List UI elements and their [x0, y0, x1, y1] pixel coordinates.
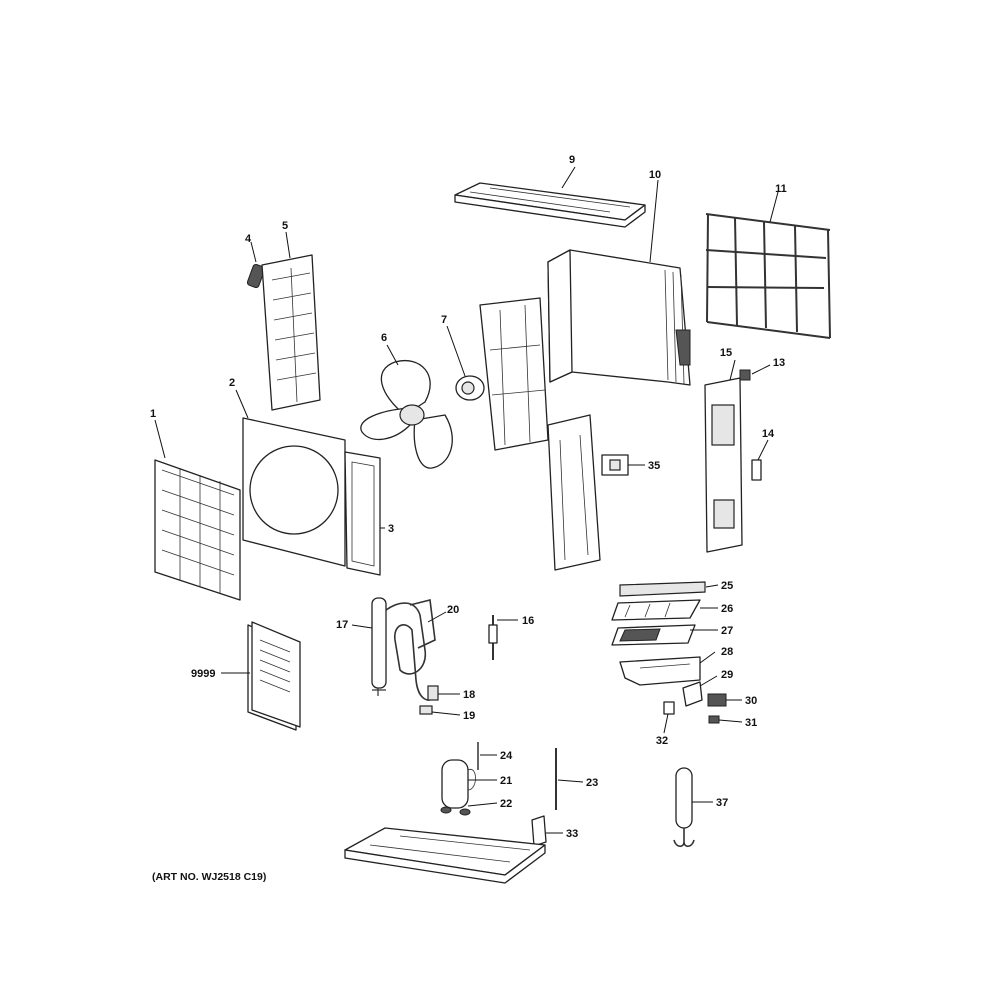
callout-29: 29 [721, 669, 733, 681]
callout-9999: 9999 [191, 668, 215, 680]
callout-19: 19 [463, 710, 475, 722]
callout-10: 10 [649, 169, 661, 181]
part-6-fan-blade [360, 360, 453, 469]
part-1-front-grille [154, 459, 241, 601]
part-11-wire-guard [705, 213, 831, 339]
callout-13: 13 [773, 357, 785, 369]
callout-20: 20 [447, 604, 459, 616]
base-pan [344, 827, 546, 884]
callout-22: 22 [500, 798, 512, 810]
callout-15: 15 [720, 347, 732, 359]
callout-31: 31 [745, 717, 757, 729]
part-4-plug [246, 263, 266, 289]
part-3-panel [344, 451, 381, 576]
part-28-control-box [619, 656, 701, 686]
part-37-heater [673, 767, 695, 848]
part-17-20-piping-assembly [371, 597, 436, 701]
part-2-front-panel [242, 417, 346, 567]
part-22-grommets [440, 806, 471, 816]
part-15-side-plate [704, 377, 743, 553]
callout-25: 25 [721, 580, 733, 592]
part-35-reactor [601, 454, 629, 476]
callout-2: 2 [229, 377, 235, 389]
part-33-bracket [531, 815, 547, 847]
callout-16: 16 [522, 615, 534, 627]
callout-33: 33 [566, 828, 578, 840]
part-9999-manual [247, 621, 301, 731]
callout-labels: 9 10 11 4 5 6 7 2 1 3 15 13 14 35 25 26 … [150, 154, 787, 840]
part-16-sensor [488, 615, 498, 660]
callout-24: 24 [500, 750, 513, 762]
part-29-bracket [682, 681, 703, 707]
callout-1: 1 [150, 408, 156, 420]
art-number-label: (ART NO. WJ2518 C19) [152, 871, 266, 883]
callout-7: 7 [441, 314, 447, 326]
callout-21: 21 [500, 775, 512, 787]
callout-37: 37 [716, 797, 728, 809]
part-7-fan-motor [455, 375, 485, 401]
part-5-side-panel [261, 254, 321, 411]
callout-6: 6 [381, 332, 387, 344]
callout-23: 23 [586, 777, 598, 789]
callout-27: 27 [721, 625, 733, 637]
callout-9: 9 [569, 154, 575, 166]
callout-30: 30 [745, 695, 757, 707]
part-18-19-valves [419, 685, 439, 715]
part-21-compressor [441, 759, 476, 809]
center-partition [547, 414, 601, 571]
callout-32: 32 [656, 735, 668, 747]
leader-lines [154, 166, 779, 834]
callout-14: 14 [762, 428, 775, 440]
callout-35: 35 [648, 460, 660, 472]
callout-18: 18 [463, 689, 475, 701]
part-14-terminal [751, 459, 762, 481]
part-31-connector [708, 715, 720, 724]
part-25-cover-plate [619, 581, 706, 597]
callout-5: 5 [282, 220, 288, 232]
part-9-top-cover [454, 182, 646, 228]
callout-28: 28 [721, 646, 733, 658]
part-27-pcb [611, 624, 696, 646]
callout-3: 3 [388, 523, 394, 535]
callout-26: 26 [721, 603, 733, 615]
part-32-fuse [663, 701, 675, 715]
part-13-clip [739, 369, 751, 381]
callout-17: 17 [336, 619, 348, 631]
part-26-board-frame [611, 599, 701, 621]
callout-4: 4 [245, 233, 252, 245]
part-10-condenser-coil [547, 249, 691, 386]
callout-11: 11 [775, 183, 787, 195]
motor-bracket [479, 297, 549, 451]
part-30-terminal-block [707, 693, 727, 707]
